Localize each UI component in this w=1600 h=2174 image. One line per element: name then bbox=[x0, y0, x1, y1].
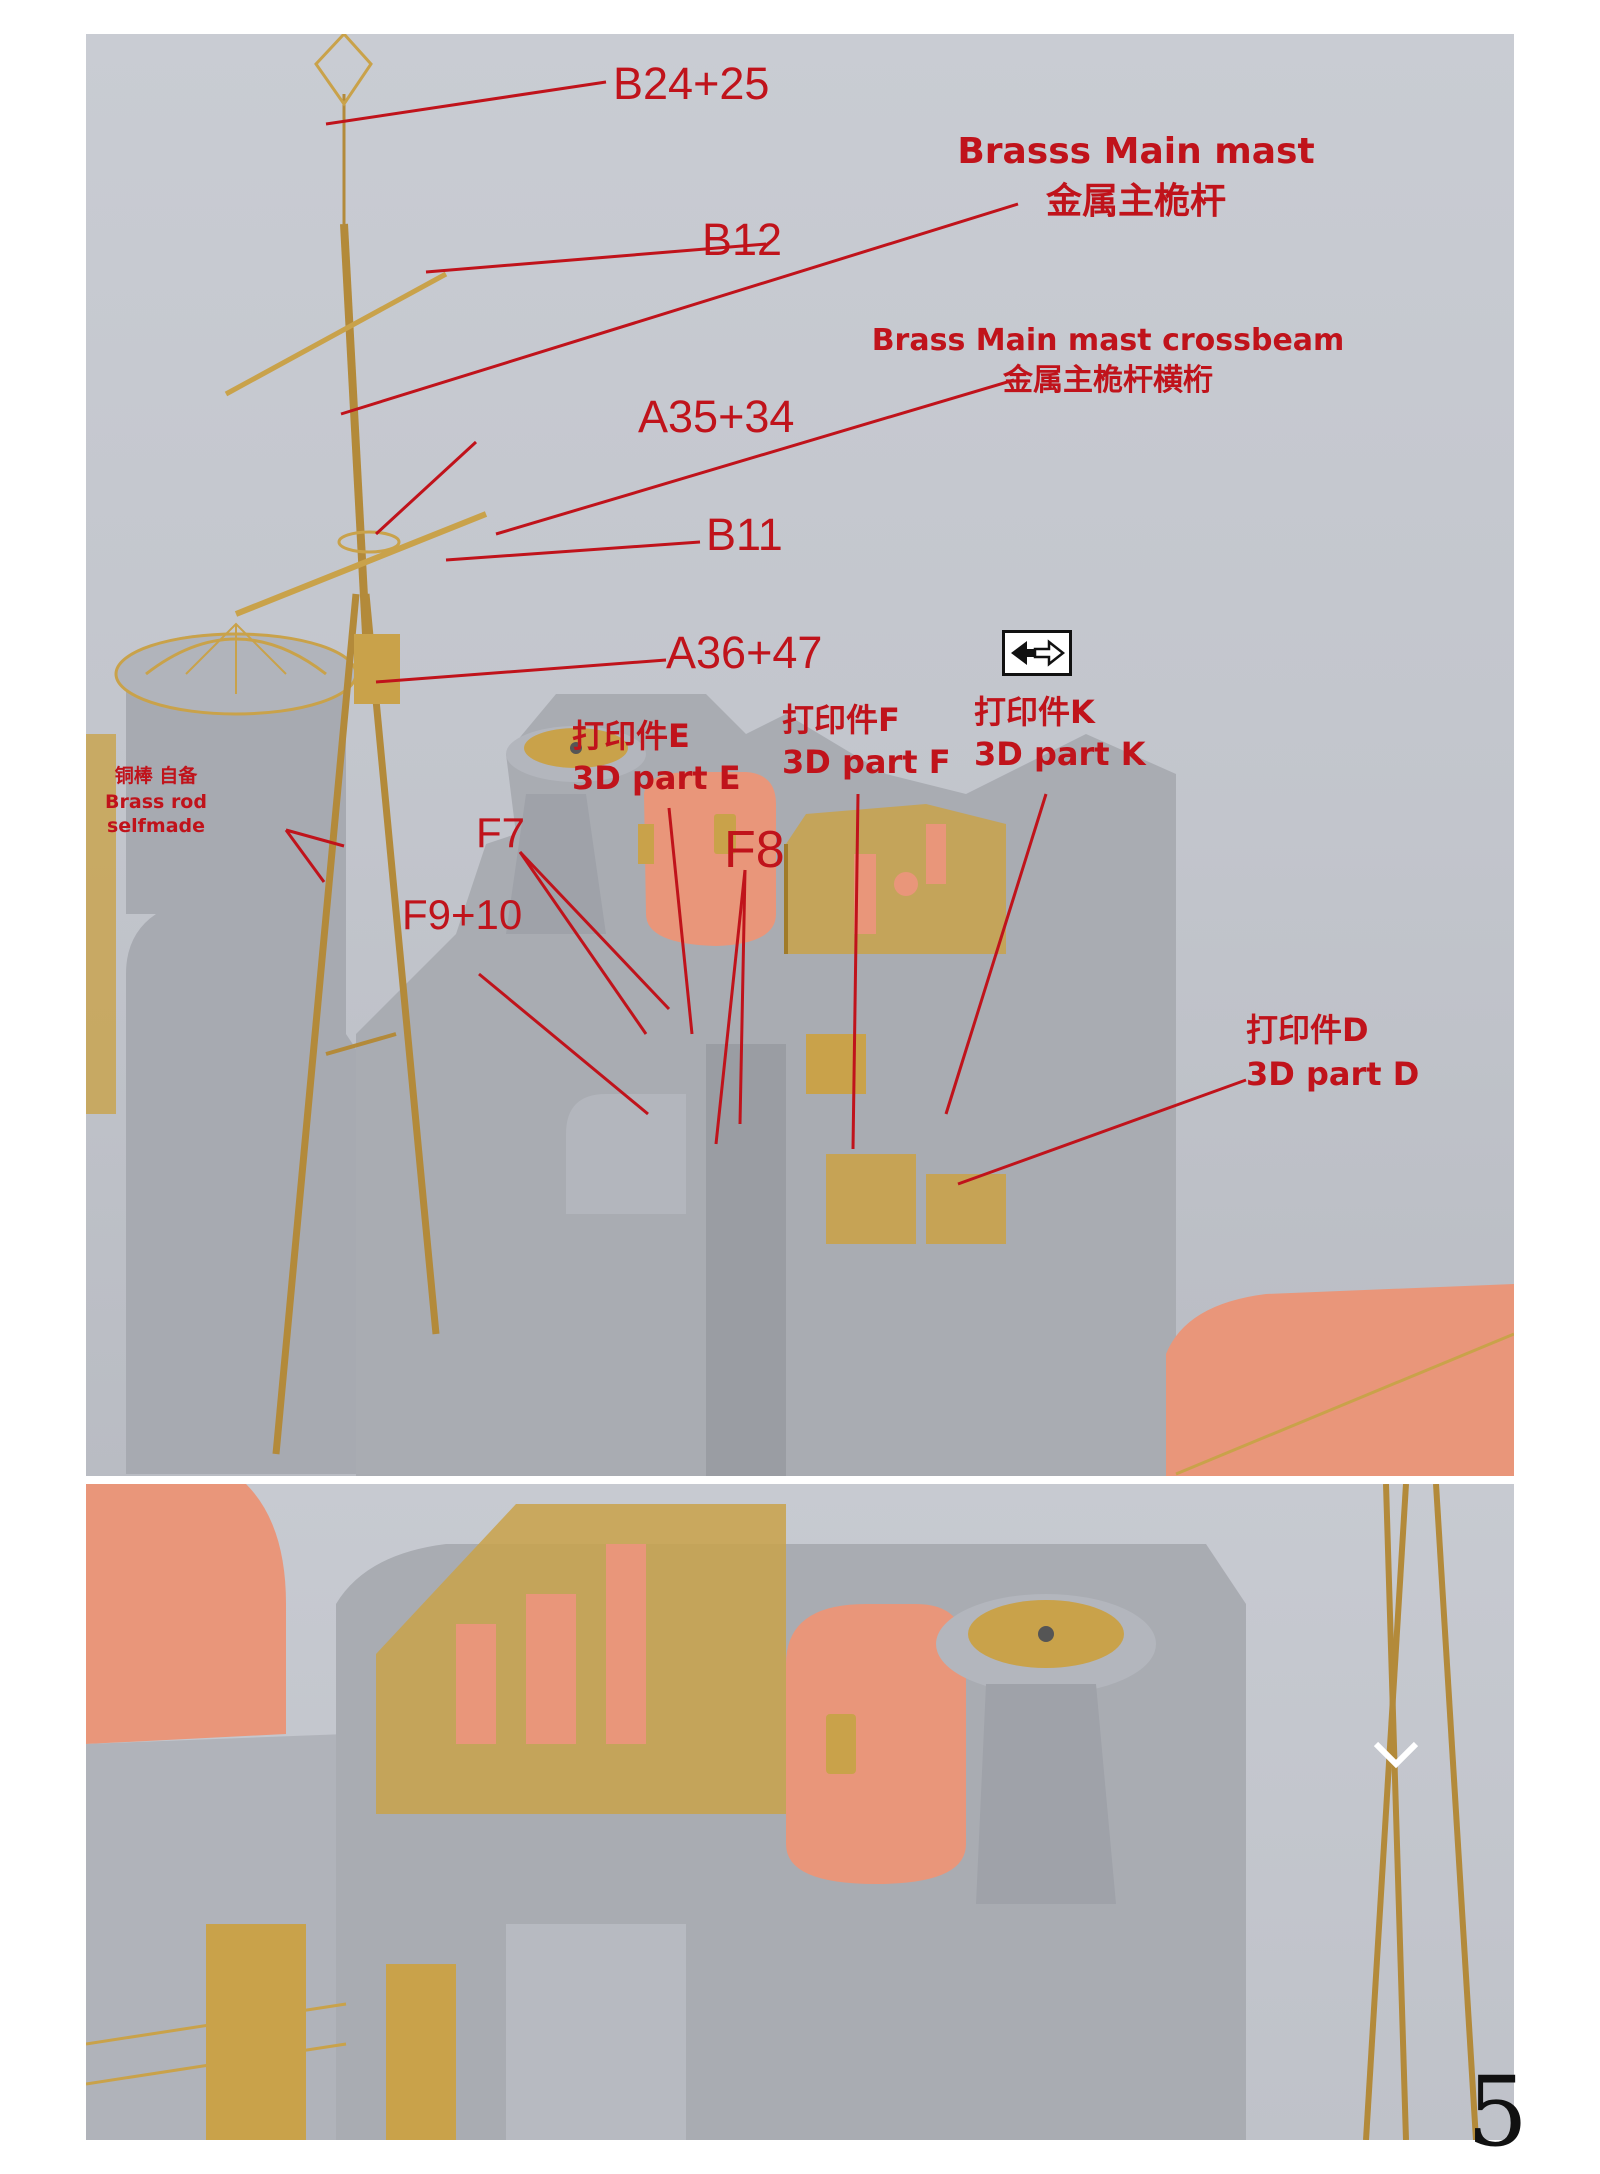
yard-b12 bbox=[224, 271, 448, 397]
top-model-illustration bbox=[86, 34, 1514, 1476]
label-f8: F8 bbox=[724, 821, 785, 879]
tripod-leg-bottom bbox=[1383, 1484, 1409, 2140]
label-part-d-en: 3D part D bbox=[1246, 1055, 1420, 1093]
bottom-model-illustration bbox=[86, 1484, 1479, 2140]
label-part-e-cn: 打印件E bbox=[572, 717, 690, 755]
double-arrow-flip-icon bbox=[1002, 630, 1072, 676]
mast-top-b24 bbox=[314, 34, 373, 107]
label-part-f-en: 3D part F bbox=[782, 743, 951, 781]
top-photo: B24+25 Brasss Main mast 金属主桅杆 B12 Brass … bbox=[86, 34, 1514, 1476]
label-part-e-en: 3D part E bbox=[572, 759, 741, 797]
bottom-photo bbox=[86, 1484, 1514, 2140]
label-brass-rod-en: Brass rod selfmade bbox=[105, 791, 207, 837]
crossbeam-b11 bbox=[234, 511, 488, 617]
label-part-f-cn: 打印件F bbox=[782, 701, 900, 739]
label-b11: B11 bbox=[706, 509, 783, 560]
gun-mount-bottom bbox=[86, 1484, 286, 1744]
annotation-arrows bbox=[284, 80, 1247, 1186]
label-part-k-en: 3D part K bbox=[974, 735, 1146, 773]
page-number: 5 bbox=[1466, 2056, 1528, 2168]
funnel-shape bbox=[126, 634, 386, 1474]
label-a36-47: A36+47 bbox=[666, 627, 823, 678]
label-part-d-cn: 打印件D bbox=[1246, 1011, 1369, 1049]
part-a36 bbox=[354, 634, 400, 704]
gun-mount bbox=[1166, 1284, 1514, 1476]
label-b12: B12 bbox=[702, 214, 783, 265]
label-part-k-cn: 打印件K bbox=[974, 693, 1095, 731]
label-brass-rod-cn: 铜棒 自备 bbox=[114, 765, 198, 787]
label-crossbeam-en: Brass Main mast crossbeam bbox=[871, 323, 1345, 358]
label-crossbeam-cn: 金属主桅杆横桁 bbox=[1003, 363, 1213, 398]
label-a35-34: A35+34 bbox=[638, 391, 795, 442]
label-f9-10: F9+10 bbox=[402, 891, 523, 938]
tripod-leg-left bbox=[272, 593, 360, 1455]
label-b24-25: B24+25 bbox=[613, 58, 770, 109]
label-f7: F7 bbox=[476, 809, 526, 856]
printed-part-e-bottom bbox=[786, 1604, 966, 1884]
label-brass-main-mast-en: Brasss Main mast bbox=[957, 131, 1315, 172]
tripod-leg-right bbox=[362, 593, 440, 1335]
label-brass-main-mast-cn: 金属主桅杆 bbox=[1045, 181, 1226, 222]
